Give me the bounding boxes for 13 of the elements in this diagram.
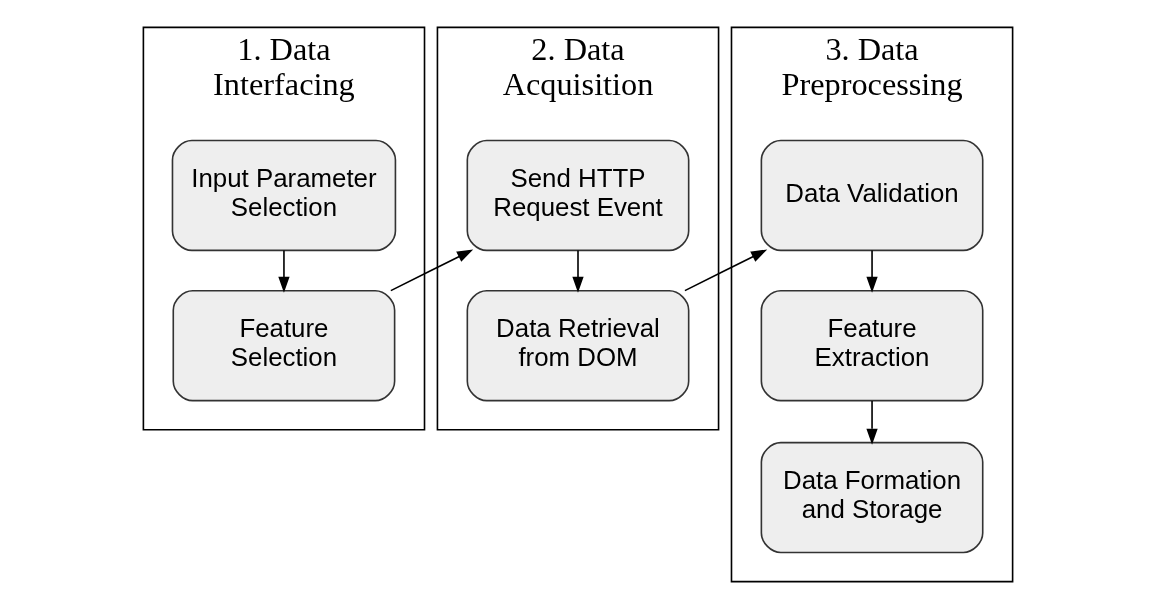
node-box: Send HTTP Request Event [466,139,689,252]
node-box: Feature Extraction [760,289,984,402]
node-box: Input Parameter Selection [171,139,396,252]
arrow [571,249,584,293]
arrow [277,249,290,293]
arrow [865,400,878,445]
node-box: Data Retrieval from DOM [466,289,689,402]
arrow [683,249,767,292]
arrow [389,249,473,292]
node-box: Feature Selection [171,289,395,402]
arrow [865,249,878,293]
node-box: Data Validation [760,139,984,252]
node-box: Data Formation and Storage [760,441,984,554]
